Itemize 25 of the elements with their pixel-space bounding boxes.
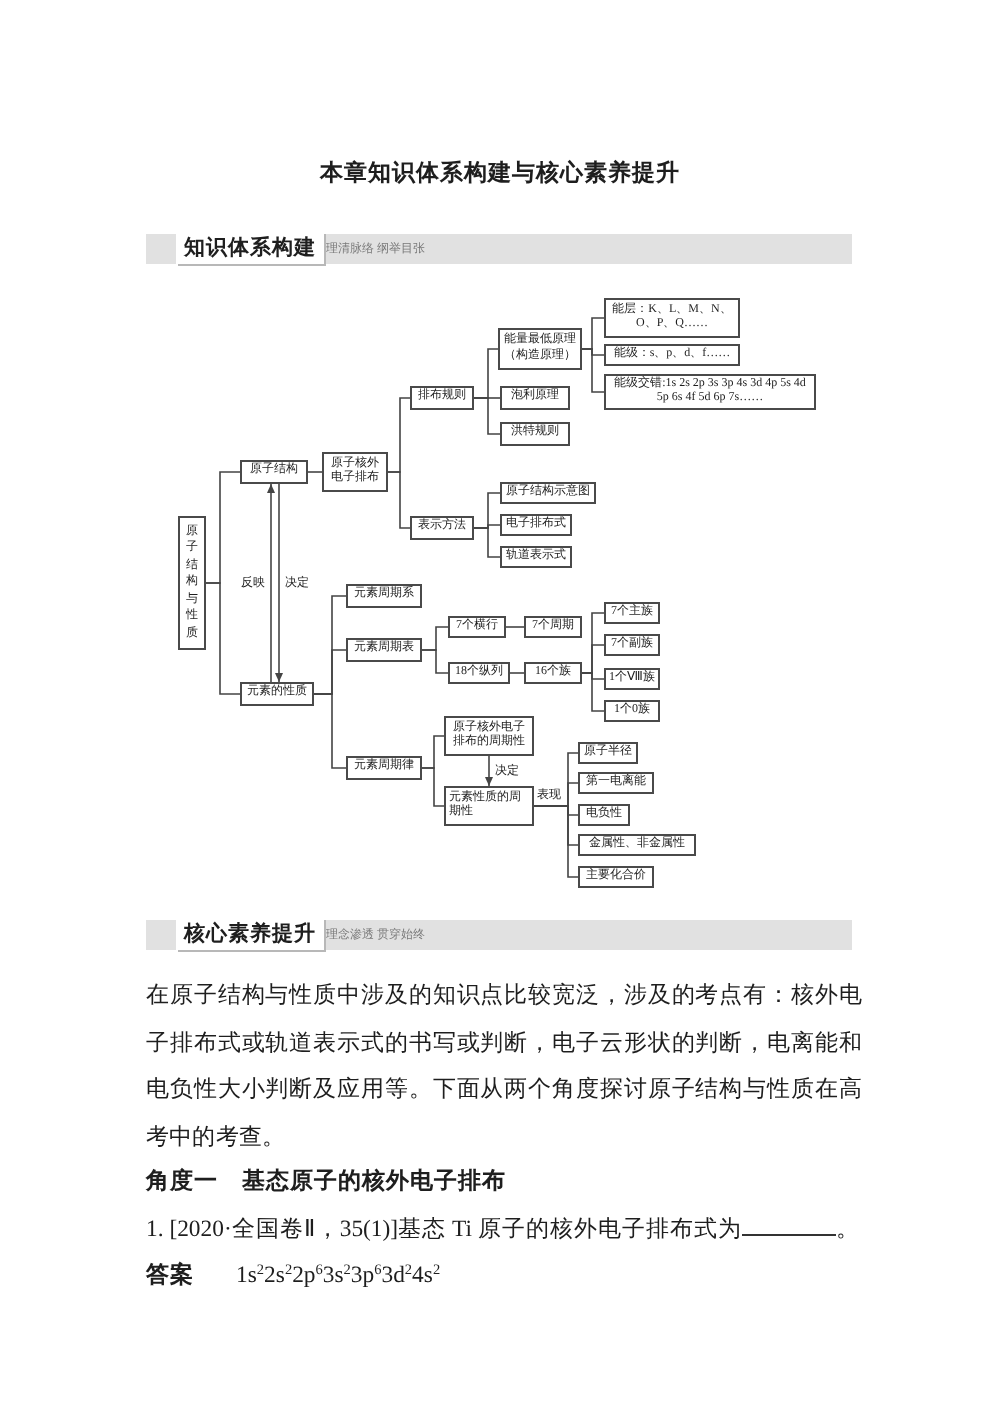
connector-line [505,626,525,628]
connector-line [313,693,347,769]
intro-paragraph: 在原子结构与性质中涉及的知识点比较宽泛，涉及的考点有：核外电子排布式或轨道表示式的书写或判断，电子云形状的判断，电离能和电负性大小判断及应用等。下面从两个角度探讨原子结构与性质在高考中的考查。 [146,980,862,1153]
arrow [267,483,275,683]
connector-line [421,767,445,807]
page-title: 本章知识体系构建与核心素养提升 [320,160,680,188]
connector-line [205,582,241,695]
connector-line [581,348,605,393]
section-tab: 核心素养提升 [176,918,324,950]
question-text: 。 [835,1214,860,1244]
arrow [275,483,283,683]
answer-text: 1s$^{2}$2s$^{2}$2p$^{6}$3s$^{2}$3p$^{6}$3d$^{2}$4s$^{2}$ [236,1260,441,1290]
section-heading: 角度一 基态原子的核外电子排布 [146,1166,506,1196]
connector-line [307,471,323,473]
arrow [485,755,493,787]
connector-line [473,397,501,435]
connector-line [509,672,525,674]
connector-line [421,649,449,674]
answer-label: 答案 [146,1260,194,1290]
connector-line [473,527,501,558]
question-text: 1. [2020·全国卷Ⅱ，35(1)]基态 Ti 原子的核外电子排布式为 [146,1214,742,1244]
connector-line [581,672,605,712]
connector-line [387,471,411,529]
section-tab: 知识体系构建 [176,232,324,264]
connector-line [533,805,579,878]
